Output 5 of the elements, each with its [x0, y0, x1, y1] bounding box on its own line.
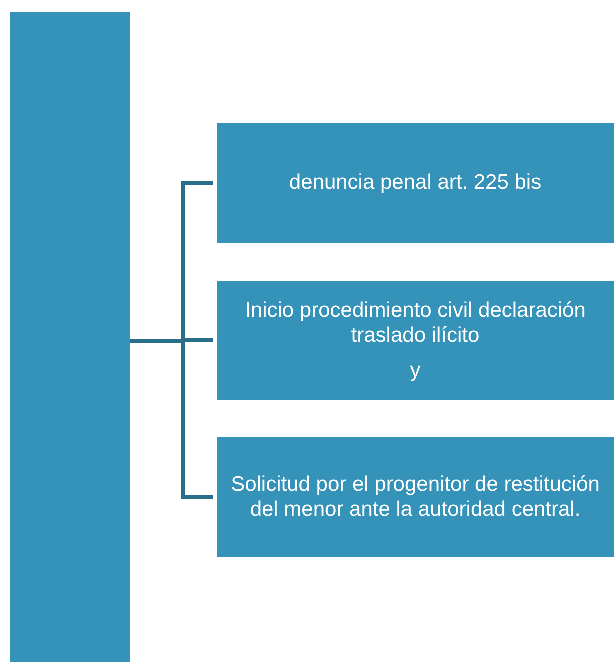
bracket-connector [130, 339, 213, 499]
process-box: Solicitud por el progenitor de restitución del menor ante la autoridad central. [217, 437, 614, 557]
process-box: denuncia penal art. 225 bis [217, 123, 614, 243]
vertical-bar [10, 12, 130, 662]
process-box: Inicio procedimiento civil declaración traslado ilícito y [217, 281, 614, 400]
